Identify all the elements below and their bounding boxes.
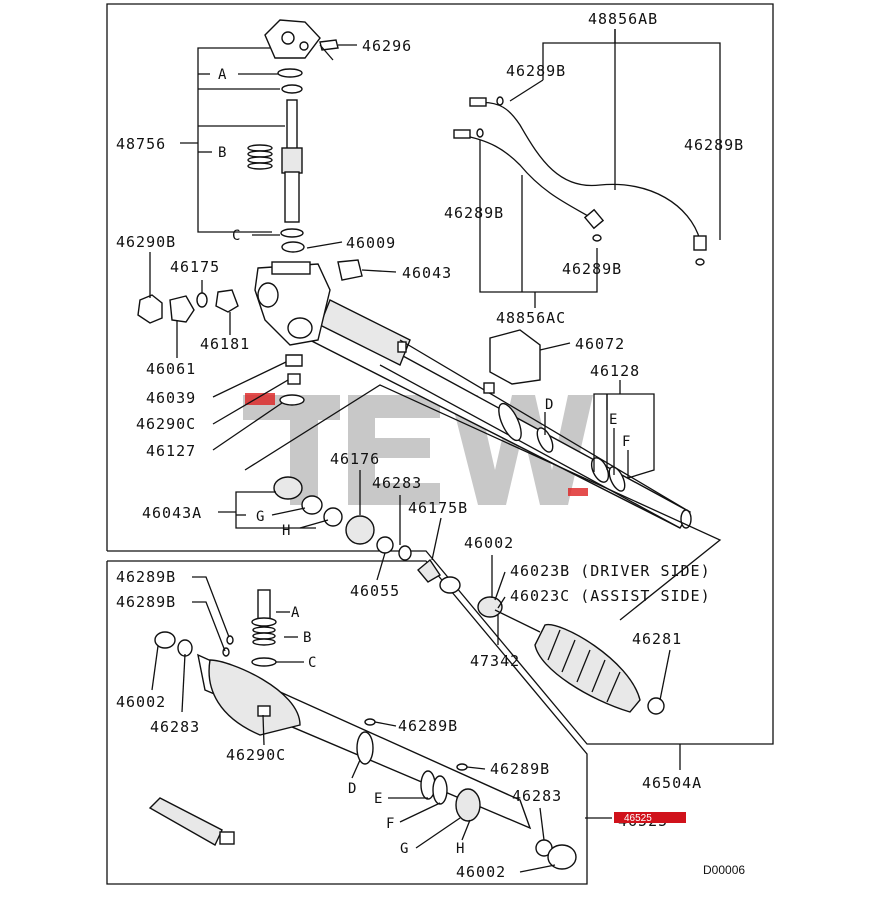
label-46127: 46127 [146, 442, 196, 460]
fluid-pipes [453, 96, 707, 266]
label-46289B-d: 46289B [562, 260, 622, 278]
letter-D-lower: D [348, 781, 356, 797]
valve-housing [254, 261, 331, 346]
label-48856AB: 48856AB [588, 10, 658, 28]
label-46043A: 46043A [142, 504, 202, 522]
spring-b [247, 144, 273, 170]
label-46283: 46283 [372, 474, 422, 492]
label-46289B-c: 46289B [444, 204, 504, 222]
label-46039: 46039 [146, 389, 196, 407]
letter-E-upper: E [609, 412, 617, 428]
valve-body-top [264, 19, 339, 59]
letter-H-lower: H [456, 841, 464, 857]
letter-B-lower: B [303, 630, 311, 646]
label-46175B: 46175B [408, 499, 468, 517]
label-46023C: 46023C (ASSIST SIDE) [510, 587, 711, 605]
rack-assembly-lower [154, 631, 577, 870]
letter-A-lower: A [291, 605, 300, 621]
pinion-shaft [277, 68, 305, 253]
label-48856AC: 48856AC [496, 309, 566, 327]
cap-46072 [489, 329, 541, 385]
label-46002-b: 46002 [456, 863, 506, 881]
highlight-label: 46525 [624, 813, 652, 824]
label-48756: 48756 [116, 135, 166, 153]
label-46009: 46009 [346, 234, 396, 252]
label-46281: 46281 [632, 630, 682, 648]
label-46072: 46072 [575, 335, 625, 353]
label-46289B-a: 46289B [506, 62, 566, 80]
label-46289B-g: 46289B [398, 717, 458, 735]
label-46002: 46002 [464, 534, 514, 552]
lower-frame [106, 560, 588, 885]
upper-frame [106, 3, 774, 745]
left-parts [137, 289, 305, 406]
label-47342: 47342 [470, 652, 520, 670]
grease-tube [148, 797, 235, 846]
letter-G-upper: G [256, 509, 264, 525]
label-46290C: 46290C [136, 415, 196, 433]
bushing-46043 [337, 259, 363, 281]
diagram-id: D00006 [703, 863, 745, 877]
label-46290C-lower: 46290C [226, 746, 286, 764]
label-46181: 46181 [200, 335, 250, 353]
label-46128: 46128 [590, 362, 640, 380]
label-46289B-f: 46289B [116, 593, 176, 611]
label-46283-a: 46283 [150, 718, 200, 736]
label-46289B-e: 46289B [116, 568, 176, 586]
rack-seals [273, 476, 541, 633]
label-46296: 46296 [362, 37, 412, 55]
letter-G-lower: G [400, 841, 408, 857]
letter-D-upper: D [545, 397, 553, 413]
highlight-46525: 46525 46525 [614, 812, 686, 830]
letter-H-upper: H [282, 523, 290, 539]
letter-E-lower: E [374, 791, 382, 807]
label-46289B-b: 46289B [684, 136, 744, 154]
label-46175: 46175 [170, 258, 220, 276]
label-46290B: 46290B [116, 233, 176, 251]
label-46023B: 46023B (DRIVER SIDE) [510, 562, 711, 580]
label-46002-a: 46002 [116, 693, 166, 711]
leader-lines [149, 29, 721, 873]
letter-C-upper: C [232, 228, 240, 244]
label-46061: 46061 [146, 360, 196, 378]
label-46289B-h: 46289B [490, 760, 550, 778]
pinion-lower [251, 589, 277, 667]
letter-B-upper: B [218, 145, 226, 161]
label-46283-b: 46283 [512, 787, 562, 805]
label-46043: 46043 [402, 264, 452, 282]
rack-boot [534, 623, 665, 715]
label-46504A: 46504A [642, 774, 702, 792]
label-46176: 46176 [330, 450, 380, 468]
letter-C-lower: C [308, 655, 316, 671]
label-46055: 46055 [350, 582, 400, 600]
letter-A-upper: A [218, 67, 227, 83]
letter-F-lower: F [386, 816, 394, 832]
watermark [243, 393, 593, 505]
letter-F-upper: F [622, 434, 630, 450]
